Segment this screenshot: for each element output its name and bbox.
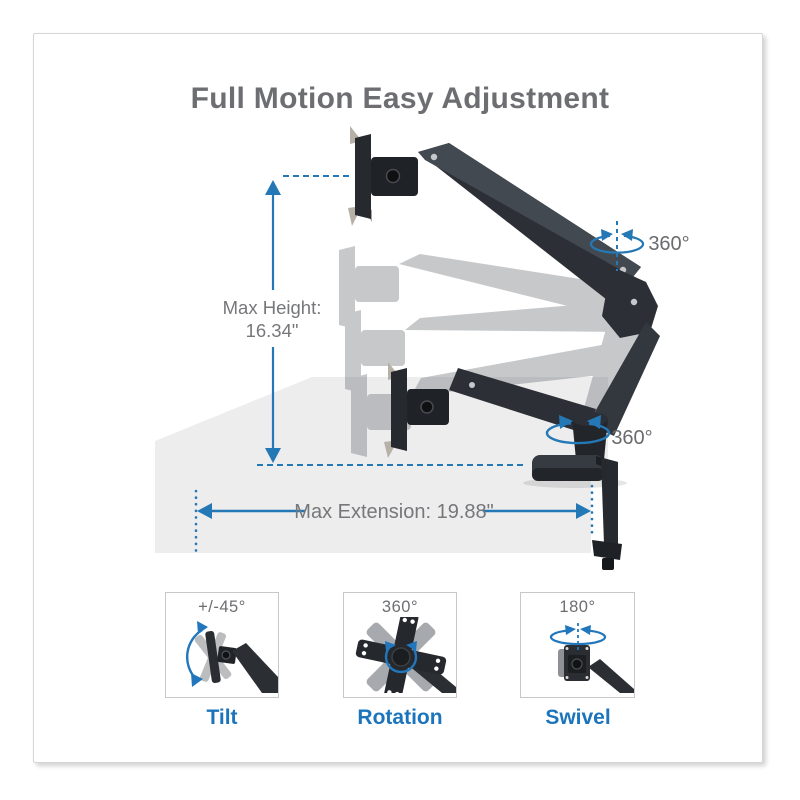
max-extension-label: Max Extension: 19.88" xyxy=(294,501,493,523)
max-height-dimension xyxy=(257,175,523,466)
swivel-label: Swivel xyxy=(545,706,611,729)
arrow-left-icon xyxy=(197,503,212,519)
monitor-arm-top xyxy=(348,126,660,436)
tilt-illustration xyxy=(185,621,278,693)
forearm-link xyxy=(588,322,660,436)
swivel-arrows-icon xyxy=(549,623,606,651)
rotation-base-icon xyxy=(545,415,611,445)
rotation-degree: 360° xyxy=(381,598,419,616)
arm-segment xyxy=(587,659,634,693)
arm-segment xyxy=(232,643,278,693)
rotation-top-icon xyxy=(589,221,645,271)
base-assembly xyxy=(523,412,627,570)
rotation-arrows-icon xyxy=(384,641,418,674)
feature-box-swivel: 180° xyxy=(520,592,635,698)
rotation-illustration xyxy=(355,617,456,693)
rotation-label: Rotation xyxy=(357,706,443,729)
swivel-illustration xyxy=(549,623,634,693)
feature-box-rotation: 360° xyxy=(343,592,457,698)
tilt-label: Tilt xyxy=(206,706,238,729)
arrow-right-icon xyxy=(576,503,591,519)
arrow-down-icon xyxy=(265,448,281,463)
elbow-joint xyxy=(602,266,658,338)
tilt-arc-icon xyxy=(185,621,208,687)
riser-pole xyxy=(572,418,608,460)
max-extension-dimension xyxy=(194,484,594,553)
tilt-degree: +/-45° xyxy=(198,598,246,616)
feature-box-tilt: +/-45° xyxy=(165,592,279,698)
rotation-top-label: 360° xyxy=(648,233,689,255)
monitor-edge-low xyxy=(391,368,407,451)
max-height-label: Max Height: xyxy=(223,297,322,318)
page-title: Full Motion Easy Adjustment xyxy=(190,82,610,115)
rotation-base-label: 360° xyxy=(611,427,652,449)
swivel-degree: 180° xyxy=(559,598,596,616)
arrow-up-icon xyxy=(265,180,281,195)
monitor-edge xyxy=(355,134,371,219)
max-height-value: 16.34" xyxy=(246,320,299,341)
